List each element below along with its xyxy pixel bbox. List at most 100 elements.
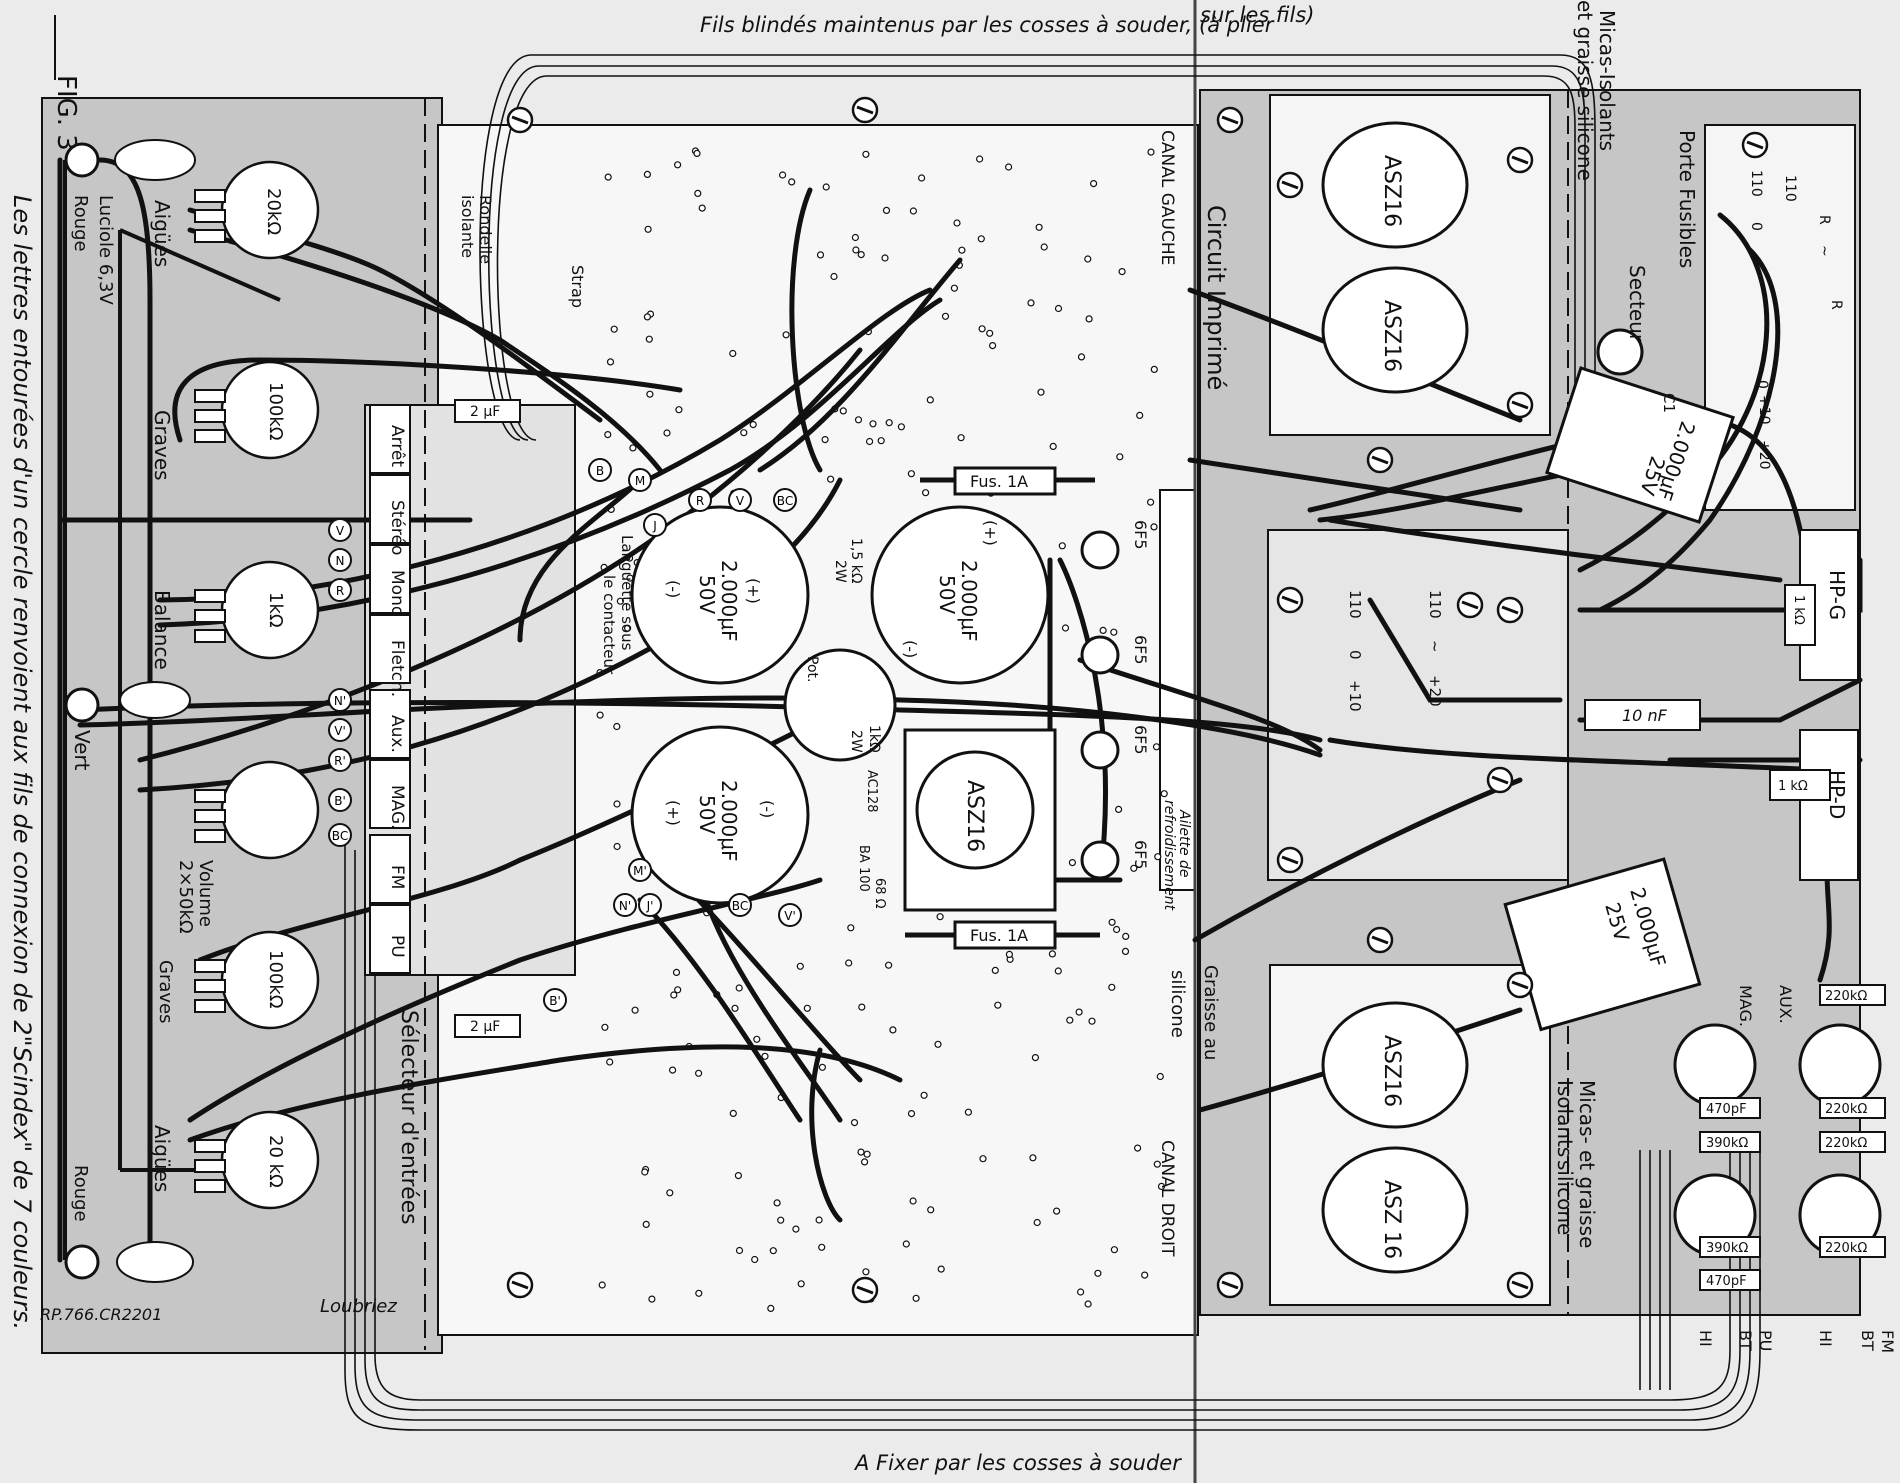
board-hole (1027, 299, 1035, 307)
circled-letter (328, 688, 352, 712)
label-mag: MAG. (1736, 985, 1755, 1027)
ftap-1: 0 (1748, 222, 1764, 231)
lamp-top-socket (64, 142, 100, 178)
board-hole (936, 913, 944, 921)
selector-key-0[interactable]: Arrêt (387, 425, 407, 467)
fuse-top-body (953, 466, 1057, 496)
board-hole (767, 1304, 775, 1313)
circled-letter (728, 893, 752, 917)
circled-letter (773, 488, 797, 512)
selector-key-4[interactable]: Aux. (387, 715, 407, 753)
board-hole (977, 235, 985, 243)
selector-key-3[interactable]: Fletch. (387, 640, 407, 697)
board-hole (698, 204, 706, 212)
lamp-top (114, 139, 196, 181)
label-pot-board-value: 1kΩ (866, 725, 882, 753)
screw-slot (1221, 115, 1239, 125)
selector-key-5[interactable]: MAG. (387, 785, 407, 830)
board-hole (822, 183, 830, 191)
selector-key-1[interactable]: Stéréo (387, 500, 407, 555)
label-rouge-top: Rouge (70, 195, 91, 252)
tube-label-2: 6F5 (1131, 635, 1150, 665)
board-hole (937, 1265, 945, 1273)
cap-lt-volt: 50V (695, 575, 719, 614)
selector-key-frame (369, 834, 411, 904)
circled-letter-text: J' (646, 899, 654, 913)
socket-aux (1798, 1023, 1882, 1107)
board-hole (643, 170, 652, 178)
circled-letter (588, 458, 612, 482)
board-hole (1061, 624, 1070, 632)
circled-letter-text: M (635, 474, 645, 488)
board-hole (885, 419, 893, 427)
side-caption: Les lettres entourées d'un cercle renvoi… (8, 195, 36, 1330)
label-pot-board-w: 2W (848, 730, 864, 753)
label-ba100: BA 100 (856, 845, 871, 892)
circled-letter-text: R (696, 494, 704, 508)
cap-lt-pol-b: (-) (664, 580, 683, 598)
board-hole (778, 171, 787, 179)
label-fm-hi: HI (1816, 1330, 1835, 1347)
board-hole (994, 1001, 1002, 1009)
cap-lt-pol-a: (+) (744, 578, 763, 604)
bottom-note: A Fixer par les cosses à souder (853, 1451, 1182, 1475)
board-hole (852, 246, 860, 254)
board-hole (1075, 1008, 1083, 1016)
screw-slot (1491, 775, 1509, 785)
board-hole (740, 429, 748, 437)
ftap-4: ~ (1816, 245, 1832, 257)
ftap-8: +20 (1756, 440, 1772, 470)
board-hole (606, 1058, 614, 1066)
label-aux: AUX. (1776, 985, 1795, 1024)
input-comp-5: 390kΩ (1706, 1241, 1748, 1256)
board-hole (788, 178, 796, 186)
selector-key-2[interactable]: Mono (387, 570, 407, 616)
tap-1: 0 (1346, 650, 1364, 660)
cap-lt-value: 2.000μF (717, 560, 741, 641)
board-hole (1141, 1271, 1149, 1279)
label-fm: FM (1878, 1330, 1897, 1353)
selector-key-frame (369, 689, 411, 759)
input-comp-3: 390kΩ (1706, 1136, 1748, 1151)
cap-lb-pol-a: (-) (758, 800, 777, 818)
screw-slot (1511, 400, 1529, 410)
screw-slot (1371, 455, 1389, 465)
board-hole (862, 1268, 870, 1276)
board-hole (1094, 1269, 1102, 1277)
circled-letter-text: BC (732, 899, 748, 913)
selector-key-7[interactable]: PU (387, 935, 407, 958)
board-hole (889, 1026, 897, 1034)
r1k-g: 1 kΩ (1791, 595, 1806, 625)
board-hole (902, 1240, 910, 1248)
mains-grommet (1596, 328, 1644, 376)
credit: RP.766.CR2201 (40, 1305, 162, 1324)
board-hole (792, 1225, 800, 1233)
transformer-taps: 110 0 +10 110 ~ +20 (1346, 590, 1444, 712)
board-hole (851, 233, 860, 242)
indicator-lamps (64, 139, 196, 1283)
input-comp-6: 470pF (1706, 1274, 1747, 1289)
screw-slot (1221, 1280, 1239, 1290)
circled-letter-text: B (596, 464, 604, 478)
transformer (1267, 529, 1569, 881)
board-hole (601, 1023, 609, 1031)
tube-label-1: 6F5 (1131, 520, 1150, 550)
board-hole (1005, 950, 1014, 959)
board-transistor (915, 750, 1035, 870)
board-hole (845, 959, 853, 967)
ftap-0: 110 (1748, 170, 1764, 197)
circled-letter (543, 988, 567, 1012)
board-hole (773, 1199, 781, 1207)
tube-label-3: 6F5 (1131, 725, 1150, 755)
pot-value-balance: 1kΩ (265, 592, 286, 628)
board-hole (1099, 626, 1107, 635)
pot-value-bottom-bass: 100kΩ (265, 950, 286, 1009)
board-hole (920, 1091, 928, 1099)
selector-key-6[interactable]: FM (387, 865, 407, 889)
board-hole (991, 966, 999, 975)
selector-key-frame (369, 474, 411, 544)
board-hole (858, 1003, 866, 1011)
circled-letter-text: N' (619, 899, 631, 913)
board-hole (673, 161, 682, 169)
